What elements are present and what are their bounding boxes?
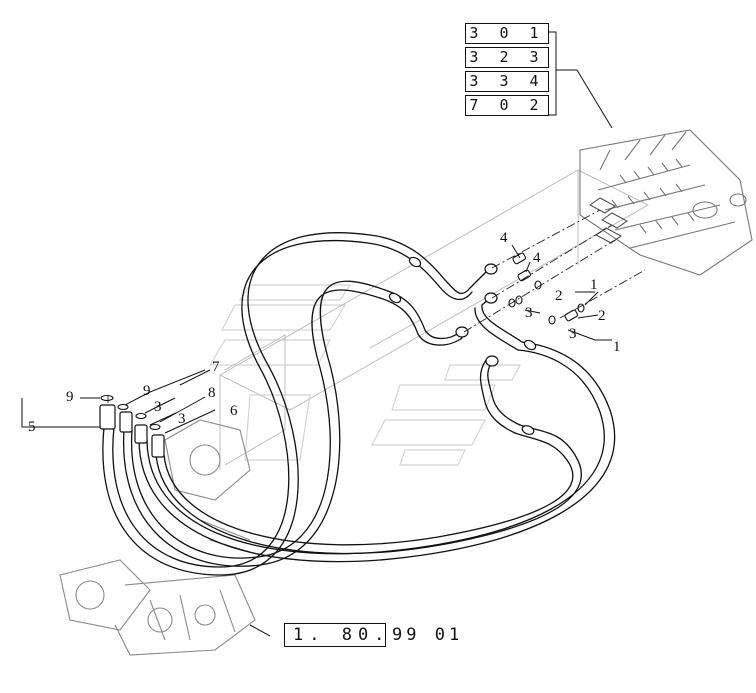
watermark-shapes <box>208 284 521 466</box>
callout-4-lower: 4 <box>533 250 541 266</box>
callout-1-lower: 1 <box>613 339 621 355</box>
hose-fittings <box>99 256 537 458</box>
reference-box-4: 7 0 2 <box>465 95 549 116</box>
center-lines <box>107 209 646 403</box>
adapters-and-seals <box>100 252 585 431</box>
reference-box-1: 3 0 1 <box>465 23 549 44</box>
callout-7: 7 <box>212 359 220 375</box>
callout-5: 5 <box>28 419 36 435</box>
control-valve-block <box>579 129 753 276</box>
page-reference-main: 1. 80. <box>293 625 391 645</box>
reference-box-2: 3 2 3 <box>465 47 549 68</box>
callout-2-outer: 2 <box>598 308 606 324</box>
callout-4-upper: 4 <box>500 230 508 246</box>
callout-6: 6 <box>230 403 238 419</box>
page-reference-sub: 99 01 <box>392 625 464 645</box>
callout-1-upper: 1 <box>590 277 598 293</box>
callout-9-left: 9 <box>66 389 74 405</box>
callout-3-outer: 3 <box>569 326 577 342</box>
callout-3-inner: 3 <box>525 305 533 321</box>
callout-8: 8 <box>208 385 216 401</box>
callout-3-lower: 3 <box>178 411 186 427</box>
hydraulic-hoses <box>102 232 616 576</box>
reference-box-3: 3 3 4 <box>465 71 549 92</box>
valve-block-outline <box>218 169 650 470</box>
page-reference-box <box>284 623 386 647</box>
leader-lines <box>21 31 613 637</box>
callout-3-upper: 3 <box>154 399 162 415</box>
callout-2-inner: 2 <box>555 288 563 304</box>
callout-9-right: 9 <box>143 383 151 399</box>
